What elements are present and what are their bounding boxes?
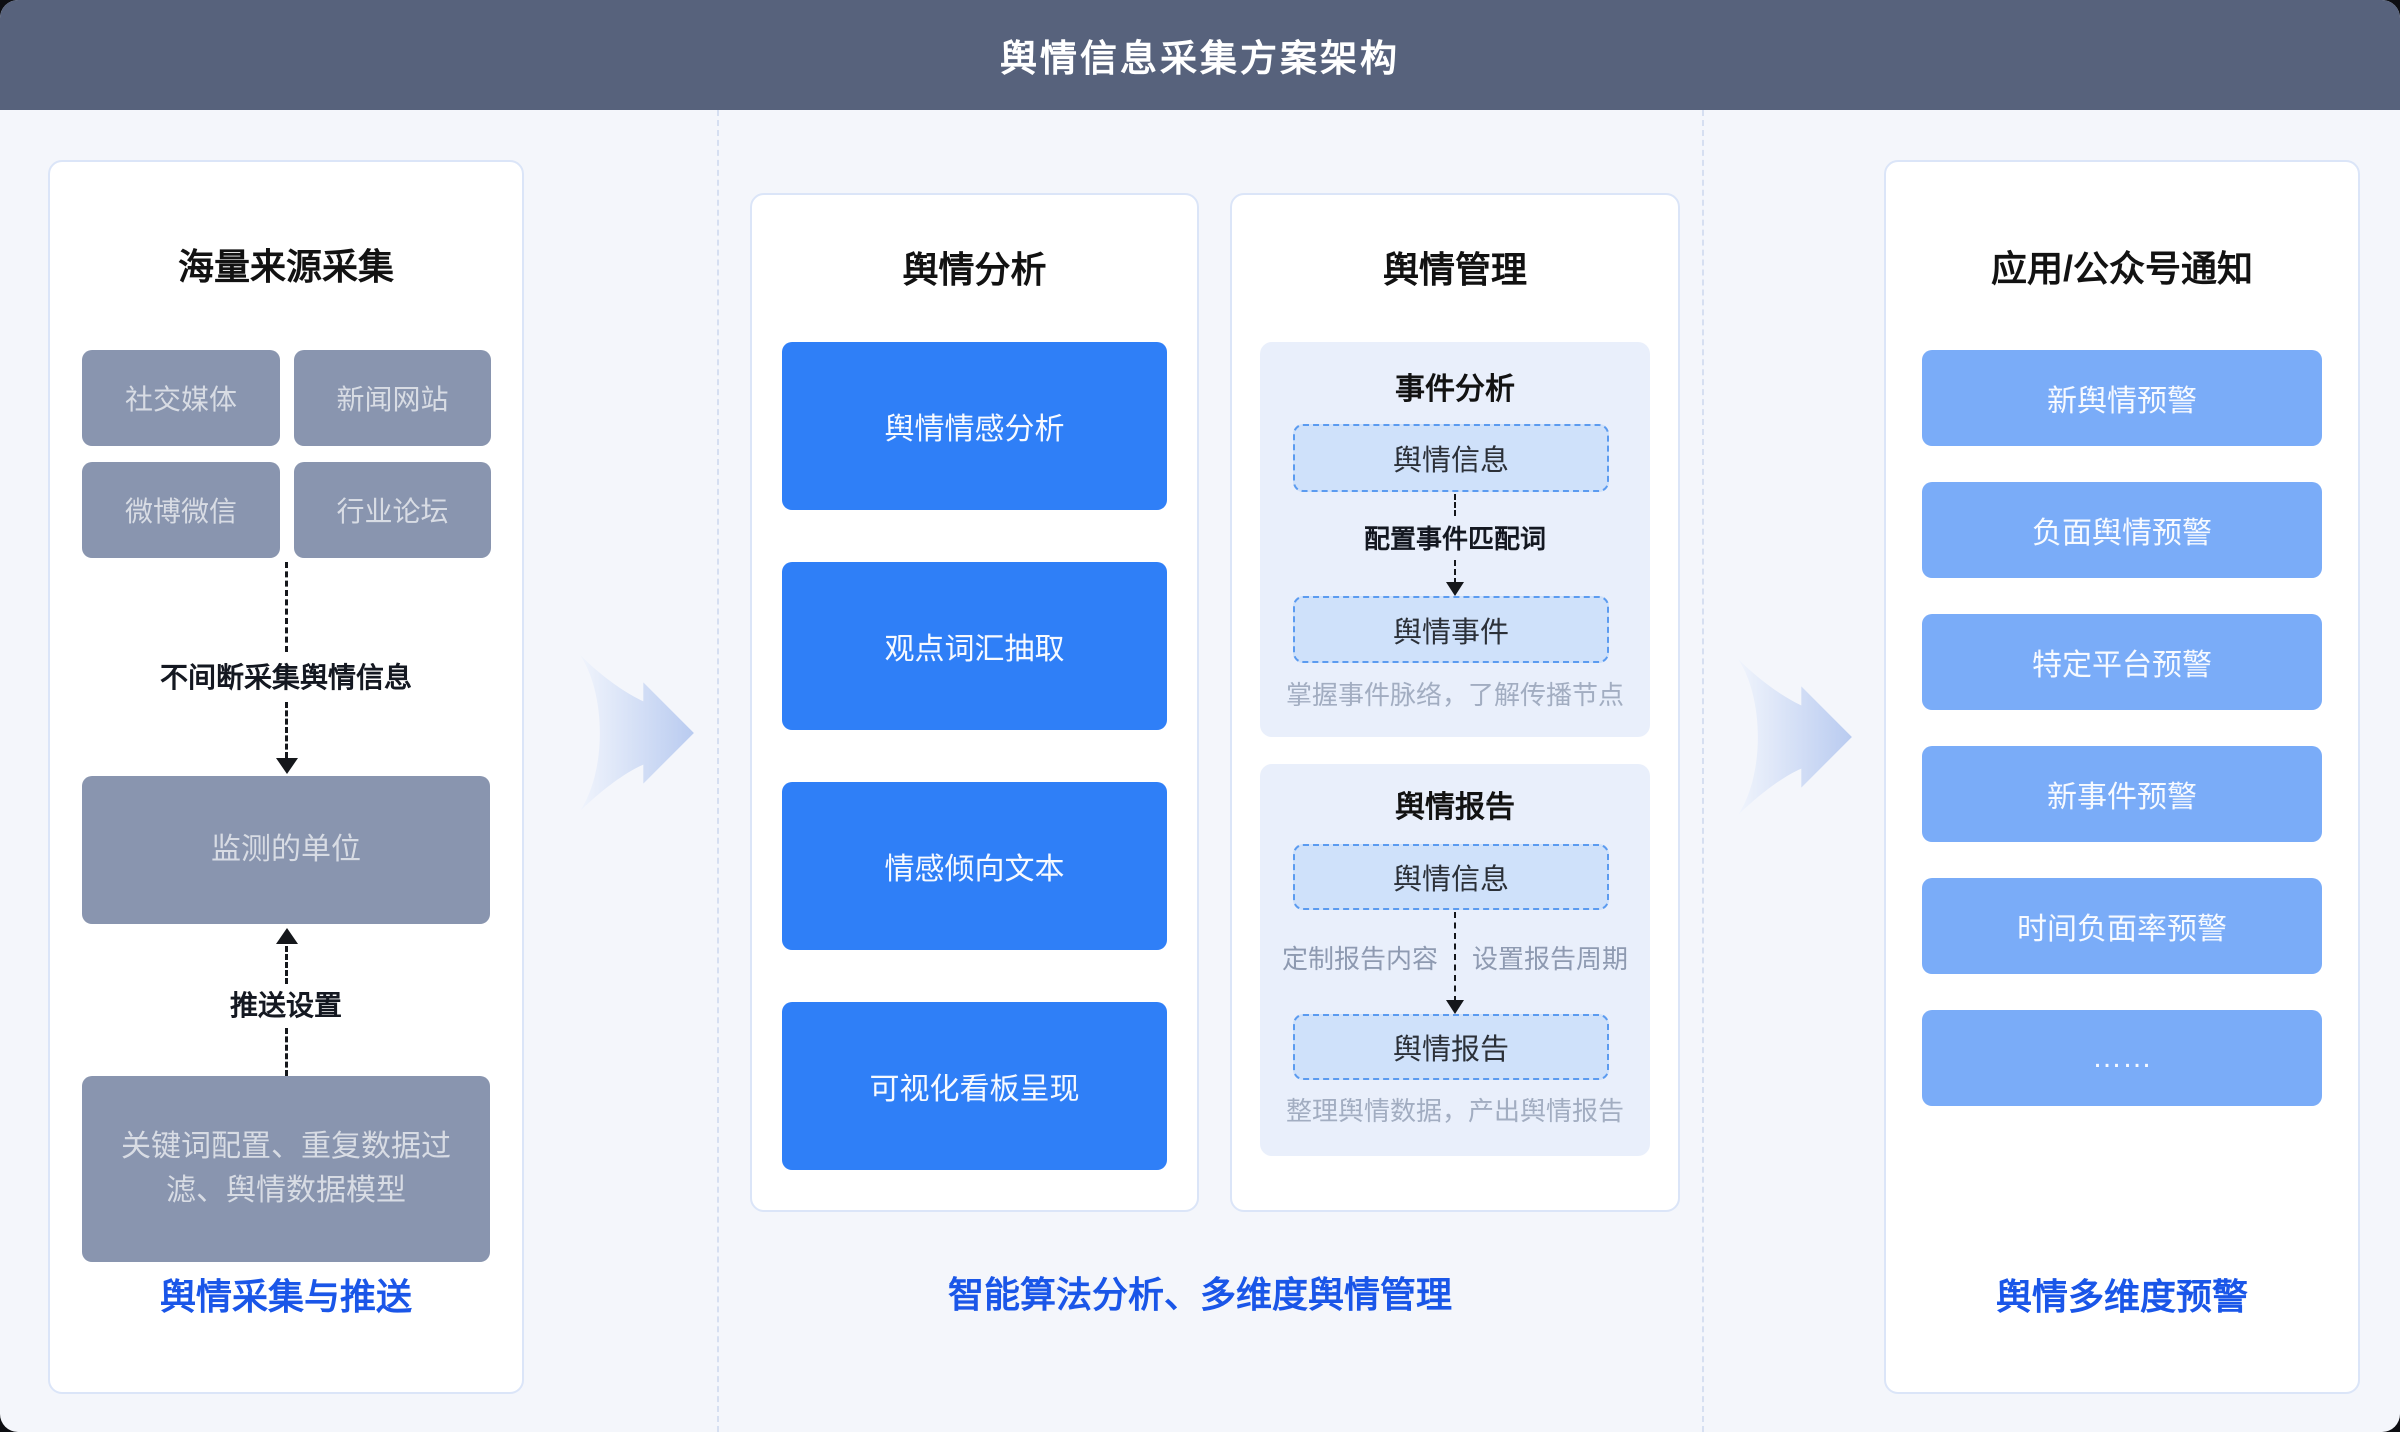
connector-dashed-line — [1454, 912, 1456, 1002]
group-event-analysis: 事件分析 舆情信息 配置事件匹配词 舆情事件 掌握事件脉络，了解传播节点 — [1260, 342, 1650, 737]
report-cycle-label: 设置报告周期 — [1472, 944, 1629, 974]
column-divider-left — [717, 110, 719, 1432]
report-content-label: 定制报告内容 — [1281, 944, 1438, 974]
report-input-box: 舆情信息 — [1293, 844, 1609, 910]
panel-source-footer: 舆情采集与推送 — [159, 1276, 412, 1317]
alert-box-platform: 特定平台预警 — [1922, 614, 2322, 710]
arrow-down-icon — [1446, 582, 1464, 596]
arrow-up-icon — [276, 928, 298, 944]
middle-footer-label: 智能算法分析、多维度舆情管理 — [947, 1274, 1452, 1315]
source-box-news-site: 新闻网站 — [294, 350, 491, 446]
column-divider-right — [1702, 110, 1704, 1432]
analysis-box-dashboard: 可视化看板呈现 — [782, 1002, 1167, 1170]
report-note: 整理舆情数据，产出舆情报告 — [1285, 1096, 1624, 1126]
alert-box-negative-rate: 时间负面率预警 — [1922, 878, 2322, 974]
source-box-forum: 行业论坛 — [294, 462, 491, 558]
alert-box-more: …… — [1922, 1010, 2322, 1106]
group-report-title: 舆情报告 — [1395, 791, 1515, 824]
alert-box-negative-opinion: 负面舆情预警 — [1922, 482, 2322, 578]
panel-source-collection: 海量来源采集 社交媒体 新闻网站 微博微信 行业论坛 不间断采集舆情信息 监测的… — [48, 160, 524, 1394]
report-output-box: 舆情报告 — [1293, 1014, 1609, 1080]
panel-notification-title: 应用/公众号通知 — [1990, 248, 2253, 289]
analysis-box-opinion-extract: 观点词汇抽取 — [782, 562, 1167, 730]
panel-management: 舆情管理 事件分析 舆情信息 配置事件匹配词 舆情事件 掌握事件脉络，了解传播节… — [1230, 193, 1680, 1212]
source-box-weibo-wechat: 微博微信 — [82, 462, 280, 558]
connector-label-push: 推送设置 — [229, 990, 342, 1021]
panel-notification: 应用/公众号通知 新舆情预警 负面舆情预警 特定平台预警 新事件预警 时间负面率… — [1884, 160, 2360, 1394]
page-title: 舆情信息采集方案架构 — [1000, 38, 1400, 79]
connector-label-collect: 不间断采集舆情信息 — [159, 662, 412, 693]
alert-box-new-opinion: 新舆情预警 — [1922, 350, 2322, 446]
connector-dashed-line — [285, 946, 288, 984]
event-input-box: 舆情信息 — [1293, 424, 1609, 492]
flow-arrow-icon — [1738, 659, 1852, 815]
event-match-label: 配置事件匹配词 — [1363, 524, 1546, 554]
connector-dashed-line — [285, 1028, 288, 1076]
monitor-unit-box: 监测的单位 — [82, 776, 490, 924]
arrow-down-icon — [1446, 1000, 1464, 1014]
panel-management-title: 舆情管理 — [1382, 249, 1527, 290]
event-analysis-note: 掌握事件脉络，了解传播节点 — [1285, 680, 1624, 710]
connector-dashed-line — [285, 702, 288, 758]
panel-analysis: 舆情分析 舆情情感分析 观点词汇抽取 情感倾向文本 可视化看板呈现 — [750, 193, 1199, 1212]
connector-dashed-line — [1454, 560, 1456, 584]
arrow-down-icon — [276, 758, 298, 774]
header-bar: 舆情信息采集方案架构 — [0, 0, 2400, 110]
group-report: 舆情报告 舆情信息 定制报告内容 设置报告周期 舆情报告 整理舆情数据，产出舆情… — [1260, 764, 1650, 1156]
group-event-analysis-title: 事件分析 — [1395, 373, 1515, 406]
event-output-box: 舆情事件 — [1293, 596, 1609, 663]
panel-notification-footer: 舆情多维度预警 — [1995, 1276, 2248, 1317]
analysis-box-sentiment-text: 情感倾向文本 — [782, 782, 1167, 950]
source-box-social-media: 社交媒体 — [82, 350, 280, 446]
connector-dashed-line — [285, 562, 288, 652]
analysis-box-sentiment: 舆情情感分析 — [782, 342, 1167, 510]
connector-dashed-line — [1454, 494, 1456, 516]
alert-box-new-event: 新事件预警 — [1922, 746, 2322, 842]
keyword-config-box: 关键词配置、重复数据过滤、舆情数据模型 — [82, 1076, 490, 1262]
panel-source-collection-title: 海量来源采集 — [177, 246, 394, 287]
panel-analysis-title: 舆情分析 — [902, 249, 1047, 290]
flow-arrow-icon — [580, 655, 694, 811]
